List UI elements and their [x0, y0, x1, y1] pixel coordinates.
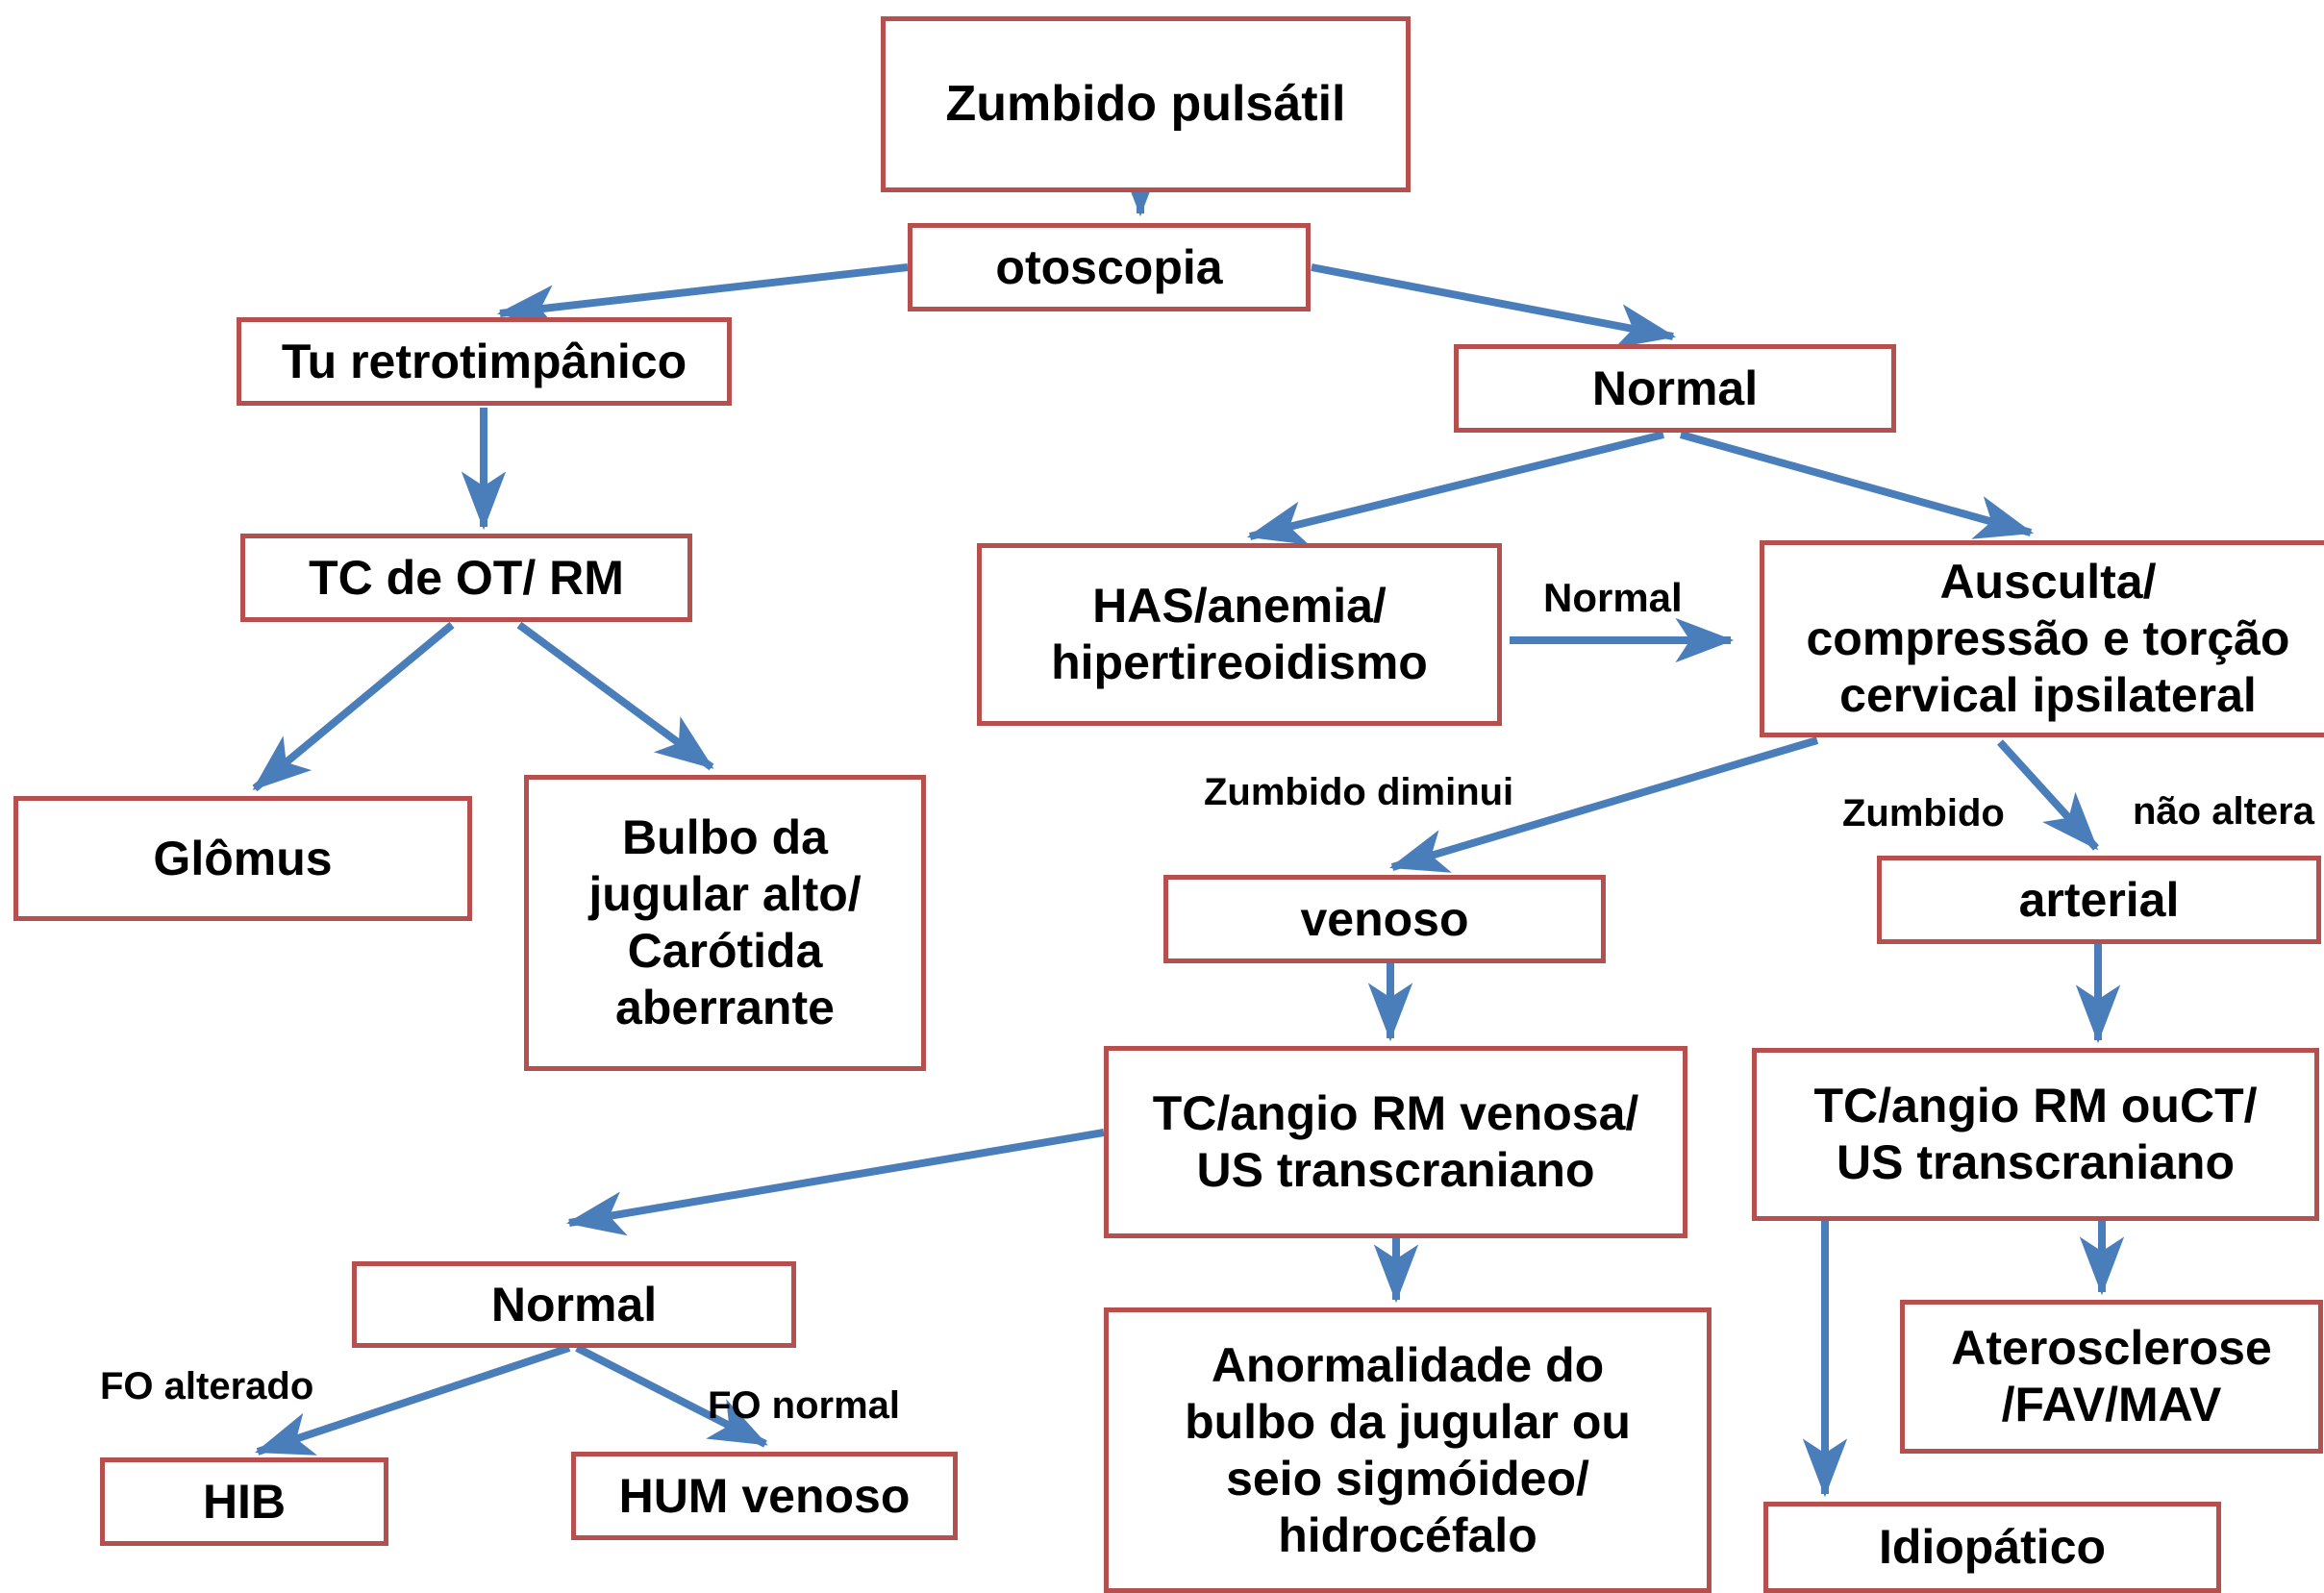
- node-tc_de_ot_rm[interactable]: TC de OT/ RM: [240, 534, 692, 622]
- node-venoso[interactable]: venoso: [1163, 875, 1606, 963]
- node-tc_angio_venosa[interactable]: TC/angio RM venosa/ US transcraniano: [1104, 1046, 1687, 1238]
- node-anormalidade[interactable]: Anormalidade do bulbo da jugular ou seio…: [1104, 1307, 1712, 1593]
- node-label: HIB: [202, 1474, 287, 1529]
- edge-otoscopia-tu: [496, 263, 909, 330]
- node-aterosclerose[interactable]: Aterosclerose /FAV/MAV: [1900, 1300, 2323, 1454]
- edge-normal-has: [1246, 431, 1664, 545]
- node-tc_angio_ouct[interactable]: TC/angio RM ouCT/ US transcraniano: [1752, 1048, 2319, 1221]
- node-arterial[interactable]: arterial: [1877, 856, 2321, 944]
- node-hib[interactable]: HIB: [100, 1457, 388, 1546]
- edge-tcot-glomus: [252, 621, 455, 792]
- edge-label-label_nao_altera: não altera: [2133, 790, 2314, 833]
- node-label: Ausculta/ compressão e torção cervical i…: [1806, 555, 2290, 722]
- node-ausculta[interactable]: Ausculta/ compressão e torção cervical i…: [1760, 540, 2324, 737]
- node-label: Zumbido pulsátil: [945, 75, 1346, 132]
- node-label: HUM venoso: [618, 1468, 911, 1523]
- node-normal_top[interactable]: Normal: [1454, 344, 1896, 433]
- node-tu_retrotimpanico[interactable]: Tu retrotimpânico: [237, 317, 732, 406]
- node-label: Normal: [490, 1277, 658, 1332]
- node-label: Aterosclerose /FAV/MAV: [1951, 1321, 2272, 1431]
- edge-label-label_fo_normal: FO normal: [708, 1384, 901, 1427]
- node-label: Idiopático: [1878, 1520, 2107, 1574]
- edge-ausculta-arterial: [1997, 739, 2099, 851]
- node-hum_venoso[interactable]: HUM venoso: [571, 1452, 958, 1540]
- node-label: TC de OT/ RM: [309, 550, 624, 605]
- edge-otoscopia-normal: [1311, 263, 1677, 348]
- edge-tcangio-normalbottom: [565, 1129, 1105, 1236]
- edge-label-label_normal_mid: Normal: [1543, 575, 1683, 620]
- node-label: otoscopia: [995, 239, 1223, 294]
- node-zumbido_pulsatil[interactable]: Zumbido pulsátil: [881, 16, 1411, 192]
- node-label: venoso: [1300, 891, 1469, 946]
- node-bulbo_jugular[interactable]: Bulbo da jugular alto/ Carótida aberrant…: [524, 775, 926, 1071]
- node-label: TC/angio RM venosa/ US transcraniano: [1152, 1086, 1639, 1197]
- node-label: Glômus: [153, 831, 333, 885]
- node-normal_bottom[interactable]: Normal: [352, 1261, 796, 1348]
- node-has_anemia[interactable]: HAS/anemia/ hipertireoidismo: [977, 543, 1502, 726]
- node-label: HAS/anemia/ hipertireoidismo: [1051, 579, 1428, 689]
- node-label: arterial: [2018, 872, 2180, 927]
- node-label: Anormalidade do bulbo da jugular ou seio…: [1185, 1337, 1631, 1562]
- node-glomus[interactable]: Glômus: [13, 796, 472, 921]
- edge-label-label_fo_alterado: FO alterado: [100, 1365, 314, 1407]
- edge-label-label_zumbido: Zumbido: [1842, 792, 2005, 834]
- node-label: Tu retrotimpânico: [281, 334, 687, 388]
- edge-label-label_zumbido_diminui: Zumbido diminui: [1204, 771, 1514, 813]
- edge-tcot-bulbo: [516, 621, 714, 771]
- node-label: Bulbo da jugular alto/ Carótida aberrant…: [588, 810, 862, 1034]
- node-label: Normal: [1591, 361, 1759, 415]
- node-label: TC/angio RM ouCT/ US transcraniano: [1813, 1079, 2258, 1189]
- edge-normal-ausculta: [1679, 431, 2035, 539]
- node-idiopatico[interactable]: Idiopático: [1763, 1502, 2221, 1593]
- node-otoscopia[interactable]: otoscopia: [908, 223, 1311, 311]
